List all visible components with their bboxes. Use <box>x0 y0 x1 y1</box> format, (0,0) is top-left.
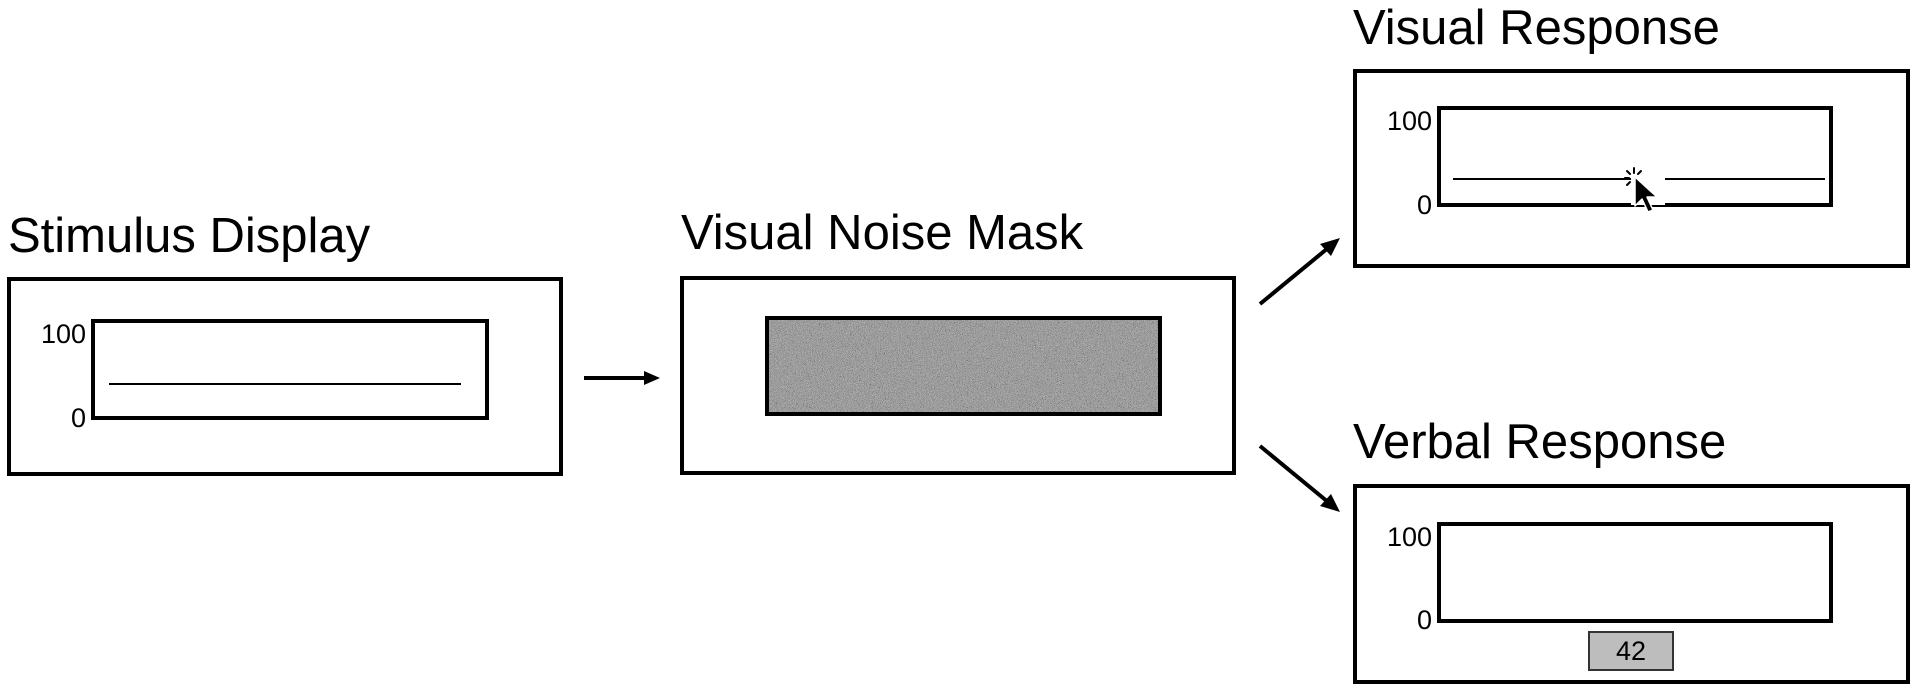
stimulus-axis-bottom-label: 0 <box>70 403 86 433</box>
noise-texture <box>769 320 1158 412</box>
visual-response-plot-frame[interactable] <box>1437 106 1833 207</box>
stimulus-plot-frame <box>91 319 489 420</box>
stimulus-axis-top-label: 100 <box>40 319 86 349</box>
stimulus-display-title: Stimulus Display <box>8 209 371 263</box>
visual-response-axis-bottom-label: 0 <box>1416 190 1432 220</box>
visual-response-title: Visual Response <box>1353 1 1720 55</box>
verbal-response-axis-top-label: 100 <box>1386 522 1432 552</box>
visual-response-panel: 100 0 <box>1353 69 1910 268</box>
visual-noise-mask-panel <box>680 276 1236 475</box>
verbal-response-plot-frame <box>1437 522 1833 623</box>
verbal-response-title: Verbal Response <box>1353 415 1727 469</box>
arrow-down-right-icon <box>1258 444 1340 512</box>
arrow-right-icon <box>584 371 660 385</box>
verbal-response-axis-bottom-label: 0 <box>1416 605 1432 635</box>
visual-noise-mask-title: Visual Noise Mask <box>681 206 1084 260</box>
verbal-response-panel: 100 0 42 <box>1353 484 1910 684</box>
arrow-up-right-icon <box>1258 238 1340 306</box>
visual-response-axis-top-label: 100 <box>1386 106 1432 136</box>
noise-mask-image <box>765 316 1162 416</box>
verbal-answer-input[interactable]: 42 <box>1588 631 1674 671</box>
stimulus-display-panel: 100 0 <box>7 277 563 476</box>
stimulus-line <box>109 383 461 385</box>
mouse-pointer-icon <box>1624 167 1665 213</box>
